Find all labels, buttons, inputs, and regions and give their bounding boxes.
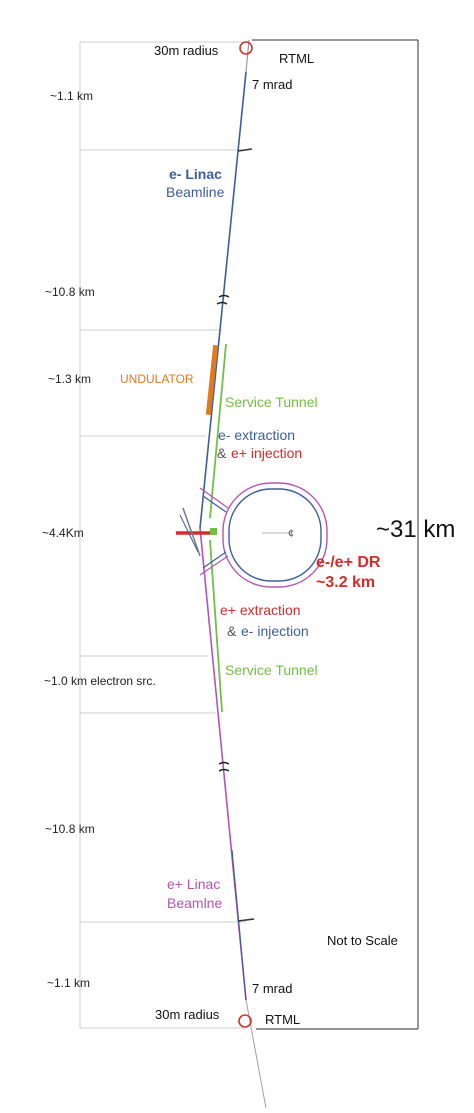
e-linac-label: e- Linac (169, 166, 222, 182)
segment-labels: ~1.1 km ~10.8 km ~1.3 km ~4.4Km ~1.0 km … (42, 89, 156, 990)
undulator-label: UNDULATOR (120, 372, 194, 386)
e-plus-extraction-label: e+ extraction (220, 602, 301, 618)
segment-label-7: ~1.1 km (47, 976, 90, 990)
dr-length-label: ~3.2 km (316, 574, 375, 591)
segment-label-5: ~1.0 km electron src. (44, 674, 156, 688)
e-plus-injection-label: e+ injection (231, 445, 302, 461)
segment-label-2: ~10.8 km (45, 285, 95, 299)
segment-label-6: ~10.8 km (45, 822, 95, 836)
bottom-radius-label: 30m radius (155, 1007, 220, 1022)
dr-transfer-lines (199, 487, 229, 576)
e-linac-lower-segment (231, 849, 247, 1001)
service-tunnel-lower-label: Service Tunnel (225, 662, 318, 678)
top-radius-label: 30m radius (154, 43, 219, 58)
top-mrad-label: 7 mrad (252, 77, 292, 92)
segment-label-4: ~4.4Km (42, 526, 84, 540)
beam-line-top (245, 39, 250, 73)
guide-lines (79, 41, 246, 1029)
rtml-loop-bottom (238, 1014, 252, 1028)
undulator-block (205, 344, 219, 416)
top-rtml-label: RTML (279, 51, 314, 66)
ring-inner (228, 488, 322, 582)
amp-lower: & (227, 623, 237, 639)
break-symbol-upper (216, 294, 230, 305)
service-tunnel-upper-label: Service Tunnel (225, 394, 318, 410)
e-plus-linac-label: e+ Linac (167, 876, 220, 892)
e-linac-beamline-label: Beamline (166, 184, 225, 200)
e-minus-extraction-label: e- extraction (218, 427, 295, 443)
not-to-scale-label: Not to Scale (327, 933, 398, 948)
dr-injection-point (176, 507, 217, 557)
e-plus-linac-beamline-label: Beamlne (167, 895, 222, 911)
tick-bottom (237, 918, 255, 922)
total-length-label: ~31 km (376, 516, 455, 543)
ring-outer (222, 482, 328, 588)
right-frame (252, 39, 419, 1030)
dr-label: e-/e+ DR (316, 554, 381, 571)
segment-label-3: ~1.3 km (48, 372, 91, 386)
bottom-mrad-label: 7 mrad (252, 981, 292, 996)
segment-label-1: ~1.1 km (50, 89, 93, 103)
rtml-loop-top (239, 41, 253, 55)
bottom-rtml-label: RTML (265, 1012, 300, 1027)
amp-upper: & (217, 445, 227, 461)
e-minus-injection-label: e- injection (241, 623, 309, 639)
ring-center-symbol: ¢ (288, 528, 294, 540)
service-tunnel-lower-line (209, 539, 223, 713)
break-symbol-lower (218, 761, 230, 772)
service-tunnel-upper-line (209, 343, 227, 519)
e-linac-beamline (199, 71, 247, 529)
damping-ring (222, 482, 328, 588)
tick-top (237, 148, 253, 152)
